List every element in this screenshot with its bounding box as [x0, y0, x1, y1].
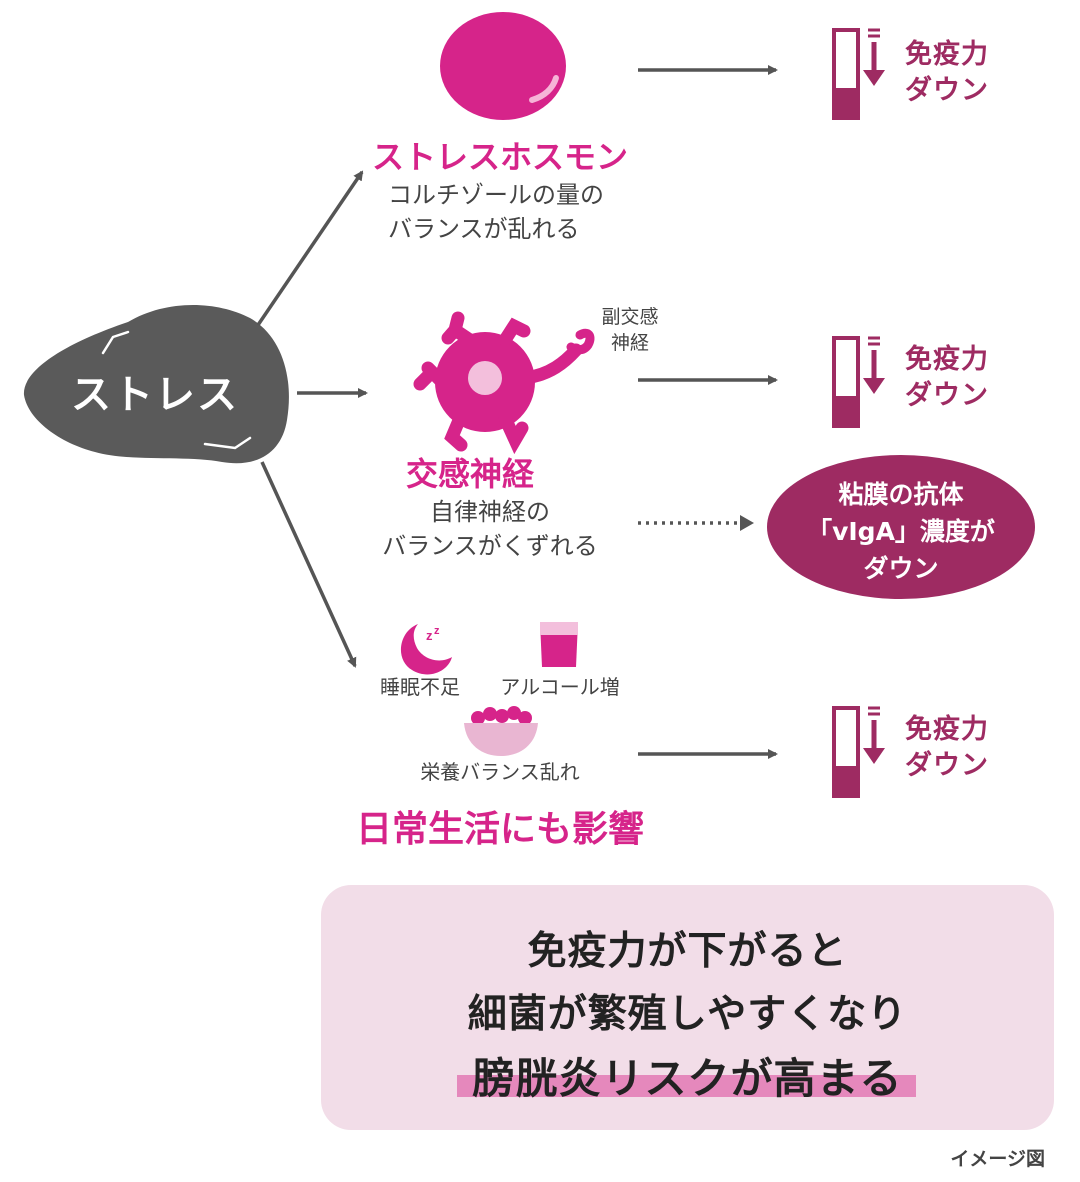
hormone-desc-line2: バランスが乱れる — [388, 215, 580, 243]
parasympathetic-line2: 神経 — [610, 332, 649, 354]
arrow-to-hormone — [256, 170, 364, 326]
gauge-down-icon — [832, 28, 885, 120]
gauge-down-icon — [832, 706, 885, 798]
iga-line3: ダウン — [863, 554, 939, 583]
sympathetic-title: 交感神経 — [405, 455, 534, 493]
alcohol-label: アルコール増 — [500, 675, 620, 699]
summary-line3: 膀胱炎リスクが高まる — [472, 1054, 903, 1103]
parasympathetic-line1: 副交感 — [601, 306, 659, 328]
summary-line1: 免疫力が下がると — [527, 929, 848, 974]
highlight-underline — [457, 1075, 916, 1097]
result-line2: ダウン — [905, 75, 989, 106]
svg-text:z: z — [434, 625, 440, 637]
sympathetic-desc-line2: バランスがくずれる — [382, 532, 598, 560]
iga-line1: 粘膜の抗体 — [838, 480, 964, 509]
hormone-title: ストレスホスモン — [371, 138, 628, 176]
stone-shape — [23, 304, 289, 464]
sleep-label: 睡眠不足 — [380, 675, 460, 699]
food-bowl-icon — [464, 706, 538, 756]
glass-icon — [540, 622, 578, 667]
hormone-description: コルチゾールの量の バランスが乱れる — [360, 178, 668, 246]
result-line1: 免疫力 — [905, 714, 989, 745]
result-line2: ダウン — [905, 380, 989, 411]
svg-text:z: z — [426, 628, 433, 643]
parasympathetic-label: 副交感 神経 — [580, 304, 680, 356]
lifestyle-title: 日常生活にも影響 — [355, 809, 644, 850]
iga-ellipse — [767, 455, 1035, 599]
result-immunity-down: 免疫力 ダウン — [905, 342, 1025, 414]
image-note: イメージ図 — [950, 1148, 1045, 1170]
sympathetic-description: 自律神経の バランスがくずれる — [340, 495, 640, 563]
iga-line2: 「vIgA」濃度が — [807, 517, 995, 546]
moon-sleep-icon: z z — [400, 624, 452, 675]
summary-line2: 細菌が繁殖しやすくなり — [467, 992, 908, 1037]
sympathetic-desc-line1: 自律神経の — [430, 498, 550, 526]
neuron-icon — [413, 311, 595, 455]
arrow-to-lifestyle — [260, 461, 357, 668]
iga-text: 粘膜の抗体 「vIgA」濃度が ダウン — [770, 476, 1032, 587]
food-label: 栄養バランス乱れ — [420, 760, 580, 784]
result-line2: ダウン — [905, 750, 989, 781]
hormone-desc-line1: コルチゾールの量の — [388, 181, 604, 209]
dotted-arrow-head — [740, 515, 754, 531]
gauge-down-icon — [832, 336, 885, 428]
summary-box — [321, 885, 1054, 1130]
result-immunity-down: 免疫力 ダウン — [905, 712, 1025, 784]
result-line1: 免疫力 — [905, 344, 989, 375]
hormone-cell-icon — [440, 12, 566, 120]
stress-label: ストレス — [71, 372, 239, 418]
result-immunity-down: 免疫力 ダウン — [905, 37, 1025, 109]
result-line1: 免疫力 — [905, 39, 989, 70]
